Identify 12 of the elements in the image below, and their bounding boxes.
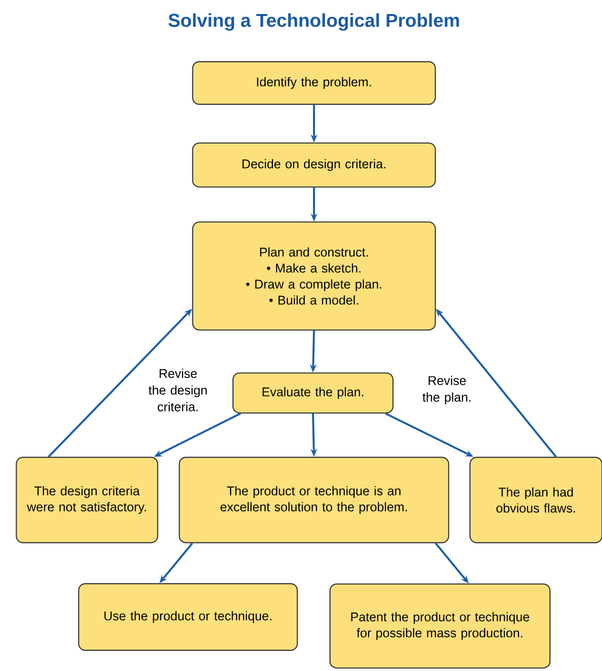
- process-box: The design criteria were not satisfactory.: [16, 456, 158, 544]
- process-box: Decide on design criteria.: [192, 142, 436, 188]
- process-box: Plan and construct. • Make a sketch. • Draw a complete plan. • Build a model.: [192, 221, 436, 331]
- process-box: Use the product or technique.: [78, 583, 298, 651]
- title: Solving a Technological Problem: [168, 13, 459, 31]
- process-box: The product or technique is an excellent solution to the problem.: [178, 456, 450, 544]
- process-box: Patent the product or technique for possible mass production.: [329, 583, 551, 669]
- edge-label: Revise the plan.: [416, 374, 478, 406]
- process-box: The plan had obvious flaws.: [469, 456, 602, 544]
- process-box: Identify the problem.: [192, 61, 436, 105]
- edge-label: Revise the design criteria.: [136, 367, 220, 413]
- process-box: Evaluate the plan.: [232, 372, 394, 414]
